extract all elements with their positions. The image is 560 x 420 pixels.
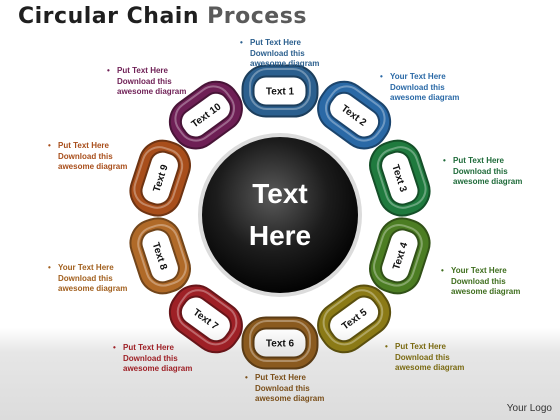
note-1-line2: Download this [250,48,305,58]
note-8-line3: awesome diagram [58,284,128,293]
note-9-line3: awesome diagram [58,162,128,171]
chain-link-5 [317,284,392,354]
chain-link-6-highlight [249,320,311,362]
note-1-line3: awesome diagram [250,59,320,68]
chain-link-7-ring [170,286,241,352]
note-3-line1: Put Text Here [443,156,560,167]
note-4: Your Text Here Download this awesome dia… [441,266,560,298]
chain-link-3 [369,139,431,217]
chain-link-7-highlight [176,289,238,346]
note-7-line3: awesome diagram [123,364,193,373]
center-text-line1: Text [252,178,308,209]
chain-link-3-label: Text 3 [389,163,408,194]
note-7: Put Text Here Download this awesome diag… [113,343,253,375]
chain-link-3-label-group: Text 3 [389,163,408,194]
note-10-line1: Put Text Here [107,66,247,77]
chain-link-10-ring [170,82,241,148]
note-2-line2: Download this [390,82,445,92]
chain-links-front [129,64,431,354]
chain-link-1-highlight [249,68,311,110]
note-10-line2: Download this [117,76,172,86]
chain-link-10 [168,80,243,150]
chain-link-3-ring [371,141,429,215]
chain-link-4-highlight [373,223,423,287]
note-6-line3: awesome diagram [255,394,325,403]
note-1: Put Text Here Download this awesome diag… [240,38,380,70]
note-6: Put Text Here Download this awesome diag… [245,373,385,405]
chain-link-5-highlight [322,289,384,346]
note-9-line2: Download this [58,151,113,161]
note-8-line1: Your Text Here [48,263,188,274]
chain-link-4-ring [371,219,429,293]
note-8-line2: Download this [58,273,113,283]
chain-link-1-label: Text 1 [266,87,295,98]
center-circle [202,137,358,293]
chain-link-2 [317,80,392,150]
chain-link-4-label-group: Text 4 [391,241,410,272]
note-6-line2: Download this [255,383,310,393]
note-5-line2: Download this [395,352,450,362]
chain-link-5-ring [319,286,390,352]
note-5-line3: awesome diagram [395,363,465,372]
chain-link-1-label-group: Text 1 [266,87,295,98]
note-10: Put Text Here Download this awesome diag… [107,66,247,98]
chain-link-4 [369,217,431,295]
note-5: Put Text Here Download this awesome diag… [385,342,525,374]
note-3-line2: Download this [453,166,508,176]
chain-link-8-highlight [137,223,187,287]
note-7-line1: Put Text Here [113,343,253,354]
chain-link-1-ring [243,66,317,116]
chain-link-2-ring [319,82,390,148]
chain-link-6-label-group: Text 6 [266,339,295,350]
page-title: Circular Chain Process [18,4,307,29]
note-7-line2: Download this [123,353,178,363]
note-2: Your Text Here Download this awesome dia… [380,72,520,104]
chain-link-10-highlight [174,85,236,142]
chain-links-back [129,80,431,370]
chain-link-2-highlight [324,85,386,142]
title-main: Circular Chain [18,4,199,29]
note-5-line1: Put Text Here [385,342,525,353]
note-9-line1: Put Text Here [48,141,188,152]
note-2-line1: Your Text Here [380,72,520,83]
center-text-line2: Here [249,220,311,251]
logo-text: Your Logo [506,403,552,414]
note-9: Put Text Here Download this awesome diag… [48,141,188,173]
note-6-line1: Put Text Here [245,373,385,384]
note-4-line2: Download this [451,276,506,286]
chain-link-1 [241,64,319,118]
note-1-line1: Put Text Here [240,38,380,49]
chain-link-3-highlight [376,146,427,209]
note-8: Your Text Here Download this awesome dia… [48,263,188,295]
title-accent: Process [207,4,307,29]
note-3: Put Text Here Download this awesome diag… [443,156,560,188]
chain-link-4-label: Text 4 [391,241,410,272]
note-10-line3: awesome diagram [117,87,187,96]
chain-link-7 [168,284,243,354]
note-4-line3: awesome diagram [451,287,521,296]
note-4-line1: Your Text Here [441,266,560,277]
chain-link-6-label: Text 6 [266,339,295,350]
note-2-line3: awesome diagram [390,93,460,102]
note-3-line3: awesome diagram [453,177,523,186]
